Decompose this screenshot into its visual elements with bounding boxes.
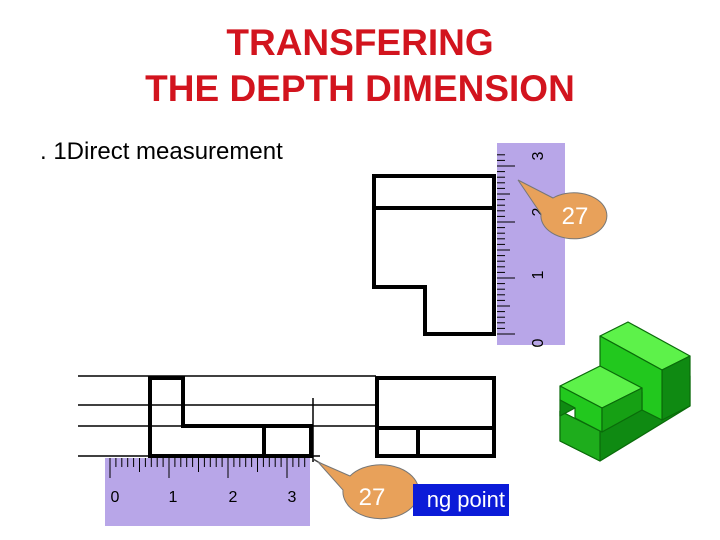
hruler-tick-label-3: 3 — [288, 489, 297, 506]
top-view-outline — [148, 376, 313, 458]
block-notch — [559, 399, 576, 417]
vruler-tick-label-0: 0 — [530, 338, 547, 347]
horizontal-ruler-labels: 0 1 2 3 — [111, 489, 297, 506]
side-view-outline — [372, 174, 496, 336]
horizontal-ruler-ticks — [109, 458, 306, 478]
front-view-outline — [375, 376, 496, 458]
block-step-side — [601, 387, 643, 433]
isometric-block — [559, 321, 691, 462]
top-callout-bubble — [517, 179, 608, 240]
vertical-ruler-body — [497, 143, 565, 345]
vruler-tick-label-3: 3 — [530, 151, 547, 160]
front-view-drawing — [375, 376, 496, 458]
hruler-tick-label-2: 2 — [229, 489, 238, 506]
top-measure-callout: 27 — [517, 179, 608, 240]
vertical-ruler: 0 1 2 3 — [497, 143, 565, 347]
top-view-drawing — [148, 376, 313, 458]
side-view-drawing — [372, 174, 496, 336]
starting-point-label: ng point — [413, 484, 509, 516]
vruler-tick-label-1: 1 — [530, 270, 547, 279]
bottom-callout-value: 27 — [359, 484, 386, 511]
bullet-direct-measurement: . 1Direct measurement — [40, 138, 283, 165]
title-line-1: TRANSFERING — [226, 22, 494, 63]
bottom-measure-callout: 27 — [312, 458, 420, 520]
projection-lines — [78, 375, 376, 462]
hruler-tick-label-1: 1 — [169, 489, 178, 506]
hruler-tick-label-0: 0 — [111, 489, 120, 506]
vruler-tick-label-2: 2 — [530, 207, 547, 216]
horizontal-ruler: 0 1 2 3 — [105, 458, 310, 526]
vertical-ruler-labels: 0 1 2 3 — [530, 151, 547, 347]
title-line-2: THE DEPTH DIMENSION — [145, 68, 575, 109]
top-callout-value: 27 — [562, 203, 589, 230]
vertical-ruler-ticks — [497, 154, 515, 335]
horizontal-ruler-body — [105, 458, 310, 526]
